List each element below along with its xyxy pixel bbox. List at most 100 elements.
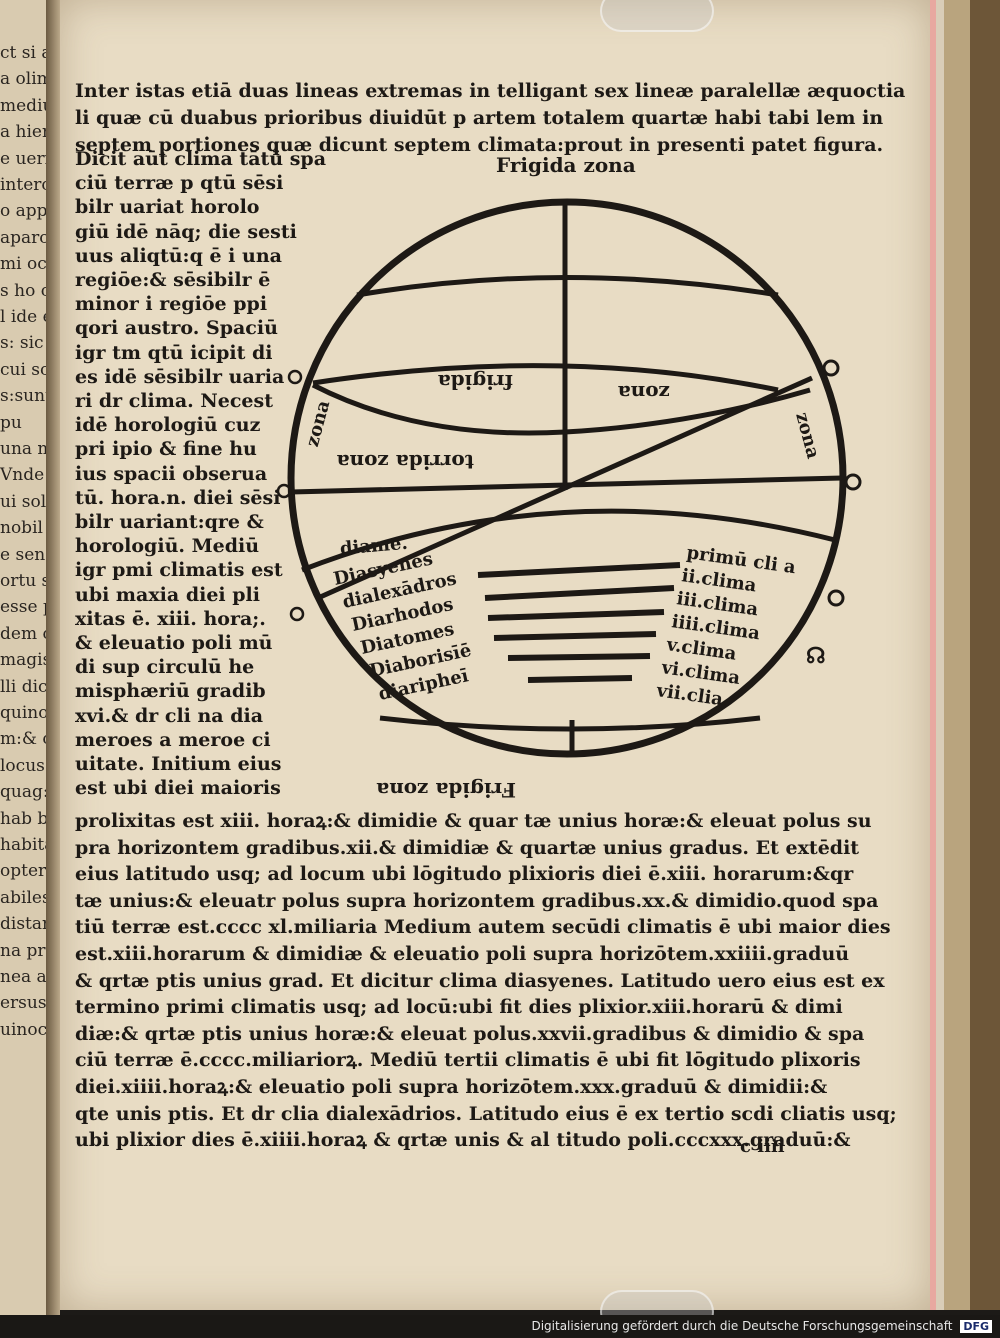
left-page-fragment: magis de [0,650,48,671]
pole-marker-right-1 [822,359,840,377]
left-page-fragment: locus ad [0,755,46,776]
left-page-fragment: s:sunu [0,386,46,407]
left-page-fragment: abilesfe [0,887,46,908]
left-page-fragment: aparo:sed n [0,227,46,248]
left-page-fragment: quinoctiu [0,703,48,723]
left-page-fragment: opterno [0,861,47,882]
pole-marker-right-2 [844,473,862,491]
column-text-line: giū idē nāq; die sesti [75,220,297,243]
left-page-fragment: uinoctial [0,1019,48,1040]
column-text-line: idē horologiū cuz [75,414,261,437]
column-text-line: bilr uariat horolo [75,196,260,219]
column-text-line: meroes a meroe ci [75,728,271,751]
column-text-line: tū. hora.n. diei sēsi [75,486,281,509]
climate-line-2 [484,585,675,601]
left-page-fragment: lli dicu [0,676,48,697]
column-text-line: di sup circulū he [75,656,255,679]
column-text-line: ri dr clima. Necest [75,390,273,412]
text-line: Inter istas etiā duas lineas extremas in… [75,80,906,102]
node-symbol: ☊ [806,643,826,669]
left-page-fragment: l ide eg [0,307,46,327]
tropic-line-north-left [312,363,779,393]
torrid-zone-label: torrida zona [337,450,474,474]
tropic-curve-south [301,508,836,573]
text-line: ciū terræ ē.cccc.miliariorꝝ. Mediū terti… [75,1049,861,1072]
left-page-fragment: ortu so [0,571,46,591]
left-page-fragment: e uerrec [0,148,46,169]
column-text-line: igr pmi climatis est [75,559,283,582]
ecliptic-line [316,375,814,601]
text-line: qte unis ptis. Et dr clia dialexādrios. … [75,1102,897,1125]
column-text-line: ubi maxia diei pli [75,583,260,606]
text-line: septem portiones quæ dicunt septem clima… [75,134,884,156]
left-page-edge: ct si al a olim medium g a hiemi e uerrec int… [0,0,48,1315]
upper-label-frigida: frigida [438,370,513,394]
text-line: & qrtæ ptis unius grad. Et dicitur clima… [75,969,885,992]
bottom-label: Frigida zona [376,778,516,802]
climate-line-3 [487,609,665,621]
column-text-line: igr tm qtū icipit di [75,341,273,364]
left-page-fragment: Vnde to [0,465,46,486]
upper-label-zona: zona [618,381,670,405]
left-page-fragment: una me [0,439,46,459]
signature-mark: c iiii [740,1136,785,1157]
column-text-line: misphæriū gradib [75,680,266,703]
text-line: tæ unius:& eleuatr polus supra horizonte… [75,889,879,912]
left-page-fragment: a olim [0,69,48,90]
text-line: eius latitudo usq; ad locum ubi lōgitudo… [75,863,854,886]
column-text-line: qori austro. Spaciū [75,317,278,340]
antarctic-circle-line [379,715,761,732]
footer-credit: Digitalisierung gefördert durch die Deut… [531,1319,953,1333]
top-clip [600,0,714,32]
column-text-line: ciū terræ p qtū sēsi [75,172,284,195]
left-page-fragment: intercep [0,175,46,195]
column-text-line: xitas ē. xiii. hora;. [75,607,266,630]
text-line: diei.xiiii.horaꝝ:& eleuatio poli supra h… [75,1076,828,1098]
left-page-fragment: ct si al [0,43,46,63]
column-text-line: Dicit aūt clima tātū spa [75,148,327,170]
text-line: termino primi climatis usq; ad locū:ubi … [75,996,843,1019]
column-text-line: est ubi diei maioris [75,777,281,800]
pole-marker-left-1 [287,369,303,385]
left-page-fragment: a hiemi [0,122,46,143]
text-line: pra horizontem gradibus.xii.& dimidiæ & … [75,836,860,859]
left-page-fragment: ui sol sub [0,491,47,512]
left-page-fragment: distansab [0,914,46,935]
left-page-fragment: quag:un [0,782,48,803]
column-text-line: horologiū. Mediū [75,535,260,558]
left-page-fragment: mi occidi [0,254,47,275]
left-page-fragment: na prib [0,940,46,961]
left-page-fragment: dem cu [0,623,46,644]
book-page [60,0,930,1310]
left-page-fragment: pu [0,412,22,433]
text-line: tiū terræ est.cccc xl.miliaria Medium au… [75,916,891,939]
footer-bar: Digitalisierung gefördert durch die Deut… [0,1315,1000,1337]
left-page-fragment: ersus sept [0,993,47,1014]
left-page-fragment: m:& occi [0,729,46,750]
left-page-fragment: e sensibi [0,544,46,565]
climate-line-1 [477,562,681,578]
arctic-circle-line [356,275,779,298]
text-line: est.xiii.horarum & dimidiæ & eleuatio po… [75,943,850,965]
top-label: Frigida zona [496,153,636,177]
left-page-fragment: cui sol [0,359,46,380]
left-page-fragment: s ho op [0,280,46,301]
column-text-line: uus aliqtū:q ē i una [75,244,282,267]
page-edge [930,0,1000,1310]
column-text-line: uitate. Initium eius [75,753,282,775]
column-text-line: ius spacii obserua [75,462,268,485]
book-gutter [46,0,60,1315]
text-line: li quæ cū duabus prioribus diuidūt p art… [75,107,884,129]
left-page-fragment: nea aqu [0,967,47,987]
globe-diagram: ☊ Frigida zona Frigida zona frigida zona… [276,153,862,802]
left-page-fragment: o apparen [0,201,48,222]
climate-line-5 [507,653,651,661]
left-page-fragment: nobil di [0,518,46,539]
globe-outline [287,198,847,758]
left-page-fragment: medium g [0,95,46,116]
column-text-line: xvi.& dr cli na dia [75,704,264,727]
dfg-logo: DFG [960,1320,992,1333]
climate-line-4 [493,631,657,641]
